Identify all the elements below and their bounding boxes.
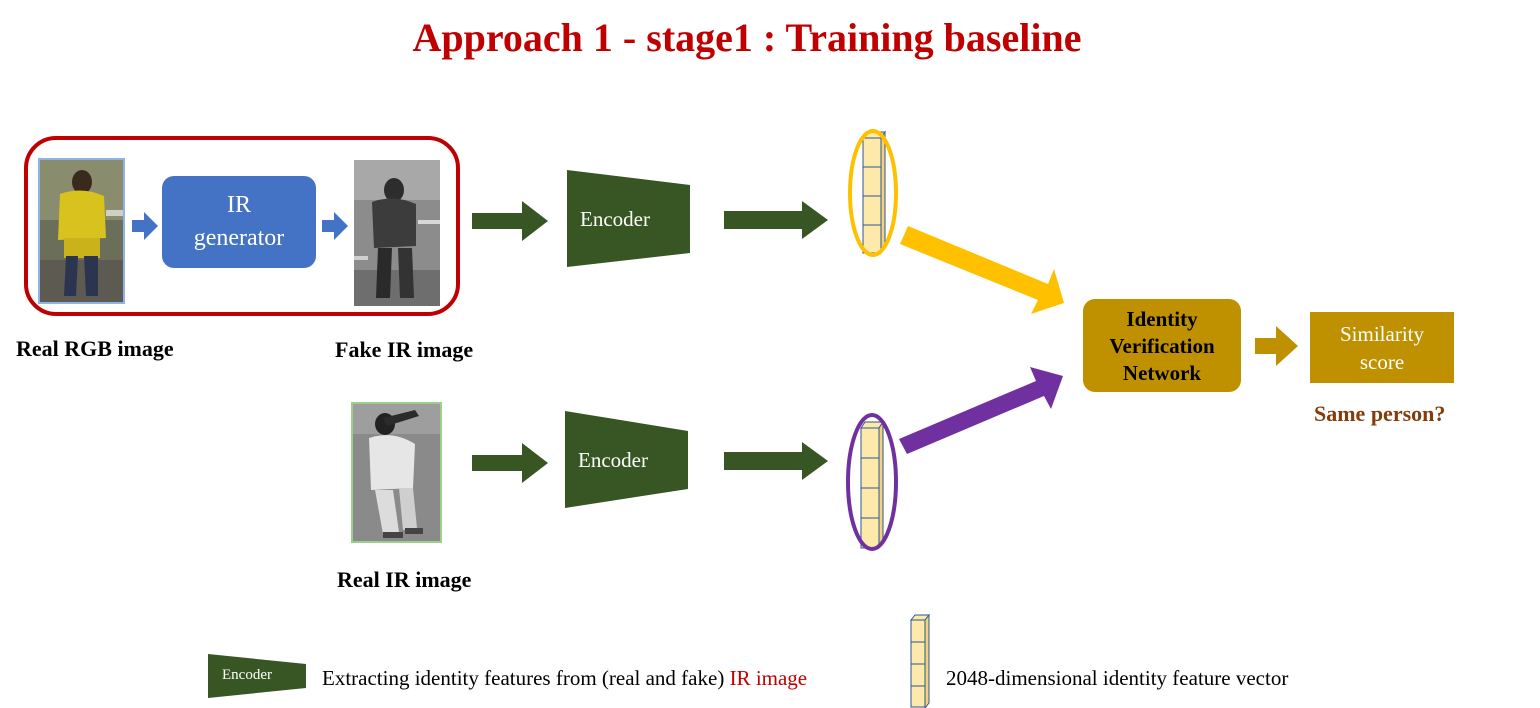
similarity-line2: score bbox=[1359, 350, 1405, 374]
real-rgb-image bbox=[38, 158, 125, 304]
feature-ring-bottom bbox=[846, 413, 898, 551]
legend-vector-description: 2048-dimensional identity feature vector bbox=[946, 666, 1289, 690]
legend-encoder-description: Extracting identity features from (real … bbox=[322, 666, 807, 691]
legend-encoder-label: Encoder bbox=[222, 667, 272, 683]
similarity-score-box: Similarity score bbox=[1310, 312, 1454, 383]
real-ir-image bbox=[351, 402, 442, 543]
arrow-icon bbox=[1255, 326, 1298, 366]
similarity-line1: Similarity bbox=[1340, 322, 1424, 346]
real-ir-label: Real IR image bbox=[337, 567, 472, 592]
fake-ir-label: Fake IR image bbox=[335, 337, 474, 362]
legend-encoder-desc-text: Extracting identity features from (real … bbox=[322, 666, 730, 690]
encoder-bottom bbox=[565, 411, 688, 508]
feature-ring-top bbox=[848, 129, 898, 257]
ir-generator-box: IR generator bbox=[162, 176, 316, 268]
ir-generator-line1: IR bbox=[227, 192, 251, 218]
page-title: Approach 1 - stage1 : Training baseline bbox=[412, 15, 1082, 60]
arrow-icon bbox=[724, 201, 828, 239]
encoder-bottom-label: Encoder bbox=[578, 448, 648, 472]
encoder-top bbox=[567, 170, 690, 267]
ivn-line3: Network bbox=[1122, 361, 1202, 385]
arrow-icon bbox=[472, 443, 548, 483]
arrow-icon bbox=[900, 226, 1064, 314]
same-person-question: Same person? bbox=[1314, 401, 1446, 426]
ir-generator-line2: generator bbox=[193, 225, 285, 251]
arrow-icon bbox=[132, 212, 158, 240]
legend-feature-vector bbox=[909, 613, 931, 708]
identity-verification-network: Identity Verification Network bbox=[1083, 299, 1241, 392]
feature-vector-bottom bbox=[860, 420, 884, 550]
generation-frame bbox=[24, 136, 460, 316]
fake-ir-image bbox=[354, 160, 440, 306]
ivn-line2: Verification bbox=[1109, 334, 1215, 358]
feature-vector-top bbox=[862, 130, 886, 255]
arrow-icon bbox=[322, 212, 348, 240]
legend-encoder-shape bbox=[208, 654, 306, 698]
arrow-icon bbox=[899, 367, 1063, 454]
legend-encoder-desc-highlight: IR image bbox=[729, 666, 808, 690]
arrow-icon bbox=[724, 442, 828, 480]
arrow-icon bbox=[472, 201, 548, 241]
ivn-line1: Identity bbox=[1126, 307, 1198, 331]
encoder-top-label: Encoder bbox=[580, 207, 650, 231]
real-rgb-label: Real RGB image bbox=[16, 336, 174, 361]
